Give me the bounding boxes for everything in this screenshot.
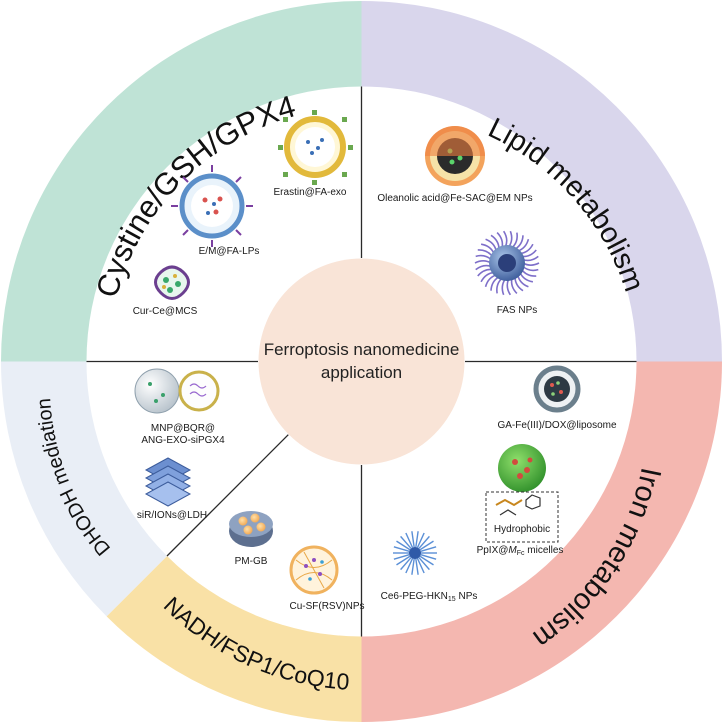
ce6-spokes-strand bbox=[393, 546, 410, 552]
oleanolic-fe-sac-em-label: Oleanolic acid@Fe-SAC@EM NPs bbox=[377, 193, 532, 204]
ce6-prefix: Ce6-PEG-HKN bbox=[381, 591, 448, 602]
ce6-spokes-strand bbox=[411, 558, 415, 575]
em-fa-lps-particle-icon bbox=[171, 165, 253, 247]
pm-gb-label: PM-GB bbox=[235, 556, 268, 567]
pplx-prefix: PpIX@ bbox=[477, 545, 509, 556]
ga-fe-dox-liposome-label: GA-Fe(III)/DOX@liposome bbox=[497, 420, 617, 431]
ce6-spokes-strand bbox=[416, 558, 425, 574]
ga-fe-dox-liposome-particle-icon bbox=[533, 365, 581, 413]
ce6-spokes-strand bbox=[415, 531, 419, 548]
sir-ions-ldh-particle-icon bbox=[144, 457, 192, 507]
oleanolic-fe-sac-em-particle-icon bbox=[425, 126, 485, 186]
ce6-peg-hkn-label: Ce6-PEG-HKN15 NPs bbox=[381, 591, 478, 603]
ce6-spokes-strand bbox=[411, 531, 415, 548]
fas-nps-particle-icon bbox=[474, 230, 540, 296]
cur-ce-mcs-label: Cur-Ce@MCS bbox=[133, 306, 198, 317]
pplx-mfc-micelles-label: PpIX@MFc micelles bbox=[477, 545, 564, 557]
erastin-fa-exo-label: Erastin@FA-exo bbox=[274, 187, 347, 198]
center-title-line2: application bbox=[321, 363, 402, 382]
ce6-spokes-strand bbox=[405, 558, 414, 574]
ce6-spokes-strand bbox=[400, 535, 412, 549]
ce6-spokes-strand bbox=[418, 535, 430, 549]
ce6-spokes-strand bbox=[416, 532, 425, 548]
mnp-line2-label: ANG-EXO-siPGX4 bbox=[141, 435, 225, 446]
ce6-spokes-strand bbox=[419, 555, 434, 566]
divider-lines bbox=[86, 86, 637, 637]
divider-diagonal bbox=[166, 434, 289, 557]
ce6-spokes-strand bbox=[420, 554, 437, 560]
ce6-spokes-strand bbox=[405, 532, 414, 548]
cur-ce-mcs-particle-icon bbox=[154, 265, 190, 300]
mnp-line1-label: MNP@BQR@ bbox=[151, 423, 215, 434]
ce6-spokes-strand bbox=[396, 555, 411, 566]
pplx-mfc-micelle-icon bbox=[485, 444, 559, 543]
erastin-fa-exo-particle-icon bbox=[278, 110, 353, 185]
fas-nps-label: FAS NPs bbox=[497, 305, 538, 316]
ce6-spokes-strand bbox=[400, 557, 412, 571]
center-title-line1: Ferroptosis nanomedicine bbox=[264, 340, 460, 359]
ce6-peg-hkn-particle-icon bbox=[393, 531, 437, 575]
cu-sf-rsv-particle-icon bbox=[289, 545, 339, 595]
pm-gb-particle-icon bbox=[229, 511, 273, 547]
ce6-spokes-strand bbox=[419, 540, 434, 551]
pplx-m: M bbox=[508, 545, 517, 556]
center-circle bbox=[258, 258, 465, 465]
sir-ions-ldh-label: siR/IONs@LDH bbox=[137, 510, 207, 521]
ce6-spokes-strand bbox=[393, 554, 410, 560]
mnp-bqr-ang-exo-particle-icon bbox=[134, 368, 220, 414]
ce6-suffix: NPs bbox=[456, 591, 478, 602]
hydrophobic-label: Hydrophobic bbox=[494, 524, 550, 535]
ce6-spokes-strand bbox=[396, 540, 411, 551]
ce6-spokes-strand bbox=[420, 546, 437, 552]
cu-sf-rsv-label: Cu-SF(RSV)NPs bbox=[289, 601, 364, 612]
em-fa-lps-label: E/M@FA-LPs bbox=[199, 246, 260, 257]
ce6-spokes-strand bbox=[415, 558, 419, 575]
pplx-suffix: micelles bbox=[525, 545, 564, 556]
ce6-spokes-strand bbox=[418, 557, 430, 571]
pplx-sub: Fc bbox=[517, 550, 525, 557]
ce6-sub: 15 bbox=[448, 596, 456, 603]
